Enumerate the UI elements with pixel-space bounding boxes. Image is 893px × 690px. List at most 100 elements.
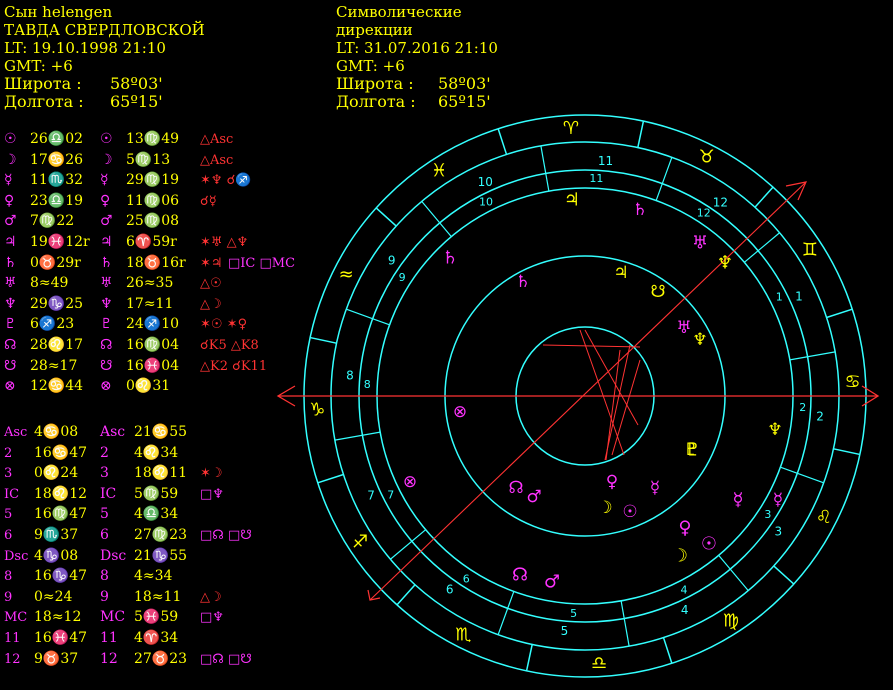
- house-cusp: [421, 201, 452, 238]
- direction-house-label: 11: [100, 630, 118, 646]
- natal-planet-glyph: ⊗: [4, 378, 16, 395]
- natal-lon-value: 65º15': [110, 92, 163, 111]
- natal-planet-position: 28♌17: [30, 337, 84, 353]
- natal-house-position: 16♓47: [34, 630, 88, 646]
- outer-house-number: 3: [774, 524, 782, 538]
- natal-house-position: 9♏37: [34, 527, 79, 543]
- zodiac-sign-glyph: ♐: [352, 531, 368, 552]
- zodiac-divider: [637, 120, 645, 148]
- planet-aspect: ✶♃: [200, 255, 223, 271]
- natal-house-position: 9♉37: [34, 650, 79, 667]
- natal-house-label: 12: [4, 651, 21, 667]
- direction-planet-position: 11♍06: [126, 192, 180, 209]
- natal-planet-glyph: ♀: [4, 192, 15, 209]
- zodiac-sign-glyph: ♉: [699, 147, 715, 168]
- natal-planet-position: 17♋26: [30, 151, 84, 168]
- planet-aspect: △Asc: [200, 132, 234, 147]
- inner-house-number: 8: [364, 378, 371, 391]
- chart-wheel: ♈♓≈♑♐♏♎♍♌♋♊♉1098765432112111098765432112…: [276, 114, 880, 678]
- natal-planet-position: 28≈17: [30, 357, 78, 374]
- direction-planet-position: 18♉16r: [126, 254, 186, 271]
- direction-planet-marker: ♆: [717, 253, 733, 274]
- natal-planet-glyph: ♆: [4, 295, 17, 312]
- planet-marker: ⊗: [403, 472, 417, 492]
- direction-planet-position: 6♈59r: [126, 234, 177, 250]
- directions-lat-value: 58º03': [438, 74, 491, 93]
- direction-planet-marker: ♃: [564, 190, 580, 211]
- direction-house-label: 5: [100, 506, 109, 523]
- direction-house-position: 4♈34: [134, 630, 179, 646]
- zodiac-sign-glyph: ♊: [802, 240, 818, 261]
- direction-planet-position: 13♍49: [126, 131, 180, 147]
- natal-planet-marker: ♆: [692, 330, 707, 350]
- natal-planet-glyph: ♅: [4, 275, 17, 292]
- natal-house-label: 3: [4, 466, 13, 482]
- direction-house-position: 5♓59: [134, 609, 179, 626]
- zodiac-divider: [833, 448, 861, 456]
- natal-planet-glyph: ☽: [4, 151, 17, 168]
- direction-planet-glyph: ♅: [100, 275, 113, 292]
- direction-planet-glyph: ⊗: [100, 378, 112, 395]
- direction-axis: [369, 181, 807, 601]
- zodiac-divider: [754, 186, 774, 208]
- natal-planet-marker: ♂: [526, 487, 541, 507]
- house-aspect: △☽: [200, 589, 222, 605]
- direction-house-label: 3: [100, 465, 109, 482]
- directions-gmt: GMT: +6: [336, 57, 405, 75]
- direction-planet-marker: ♅: [692, 233, 708, 254]
- zodiac-divider: [375, 207, 397, 227]
- inner-house-number: 5: [570, 607, 577, 620]
- house-cusp: [497, 591, 515, 635]
- outer-house-number: 1: [795, 289, 803, 303]
- zodiac-divider: [317, 473, 344, 484]
- natal-house-label: Asc: [4, 425, 28, 440]
- direction-planet-glyph: ♇: [100, 316, 113, 333]
- direction-house-position: 4♌34: [134, 444, 179, 461]
- zodiac-sign-glyph: ♋: [845, 371, 861, 392]
- house-cusp: [620, 600, 630, 647]
- direction-planet-marker: ☊: [512, 565, 528, 586]
- axis-arrow-right: [861, 385, 880, 407]
- natal-planet-position: 6♐23: [30, 316, 75, 333]
- natal-planet-glyph: ♃: [4, 234, 17, 250]
- direction-planet-glyph: ☉: [100, 131, 113, 147]
- natal-planet-marker: ⊗: [453, 402, 467, 422]
- direction-planet-position: 5♍13: [126, 151, 171, 168]
- direction-planet-position: 24♐10: [126, 316, 180, 333]
- zodiac-sign-glyph: ♏: [455, 624, 471, 645]
- house-cusp: [346, 308, 390, 326]
- zodiac-sign-glyph: ♓: [431, 161, 447, 182]
- outer-house-number: 4: [681, 603, 689, 617]
- natal-house-position: 4♑08: [34, 547, 79, 564]
- planet-aspect: △☉: [200, 276, 222, 292]
- direction-house-label: MC: [100, 609, 126, 626]
- natal-house-label: MC: [4, 610, 28, 626]
- aspect-line: [579, 329, 625, 456]
- house-aspect: □☊ □☋: [200, 651, 252, 667]
- outer-house-number: 2: [816, 410, 824, 424]
- natal-lon-label: Долгота :: [4, 92, 84, 111]
- outer-house-number: 12: [713, 196, 728, 210]
- direction-house-position: 4≈34: [134, 568, 173, 585]
- zodiac-sign-glyph: ♈: [563, 118, 579, 139]
- natal-planet-position: 19♓12r: [30, 234, 90, 250]
- inner-house-number: 12: [697, 207, 711, 220]
- direction-house-label: 8: [100, 568, 109, 585]
- inner-house-number: 4: [680, 584, 687, 597]
- natal-house-position: 16♑47: [34, 568, 88, 585]
- directions-lon-label: Долгота :: [336, 92, 416, 111]
- natal-planet-position: 0♉29r: [30, 254, 81, 271]
- natal-planet-position: 23♎19: [30, 192, 84, 209]
- planet-marker: ♆: [767, 420, 782, 440]
- direction-planet-position: 25♍08: [126, 213, 180, 230]
- natal-planet-marker: ♅: [676, 318, 691, 338]
- outer-house-number: 10: [478, 175, 493, 189]
- zodiac-divider: [309, 336, 337, 344]
- natal-planet-marker: ☊: [508, 478, 523, 498]
- natal-planet-glyph: ☋: [4, 357, 17, 374]
- natal-house-position: 18≈12: [34, 609, 82, 626]
- inner-house-number: 2: [799, 401, 806, 414]
- direction-planet-glyph: ☊: [100, 337, 113, 353]
- direction-house-position: 5♍59: [134, 485, 179, 502]
- direction-planet-marker: ♄: [442, 248, 458, 269]
